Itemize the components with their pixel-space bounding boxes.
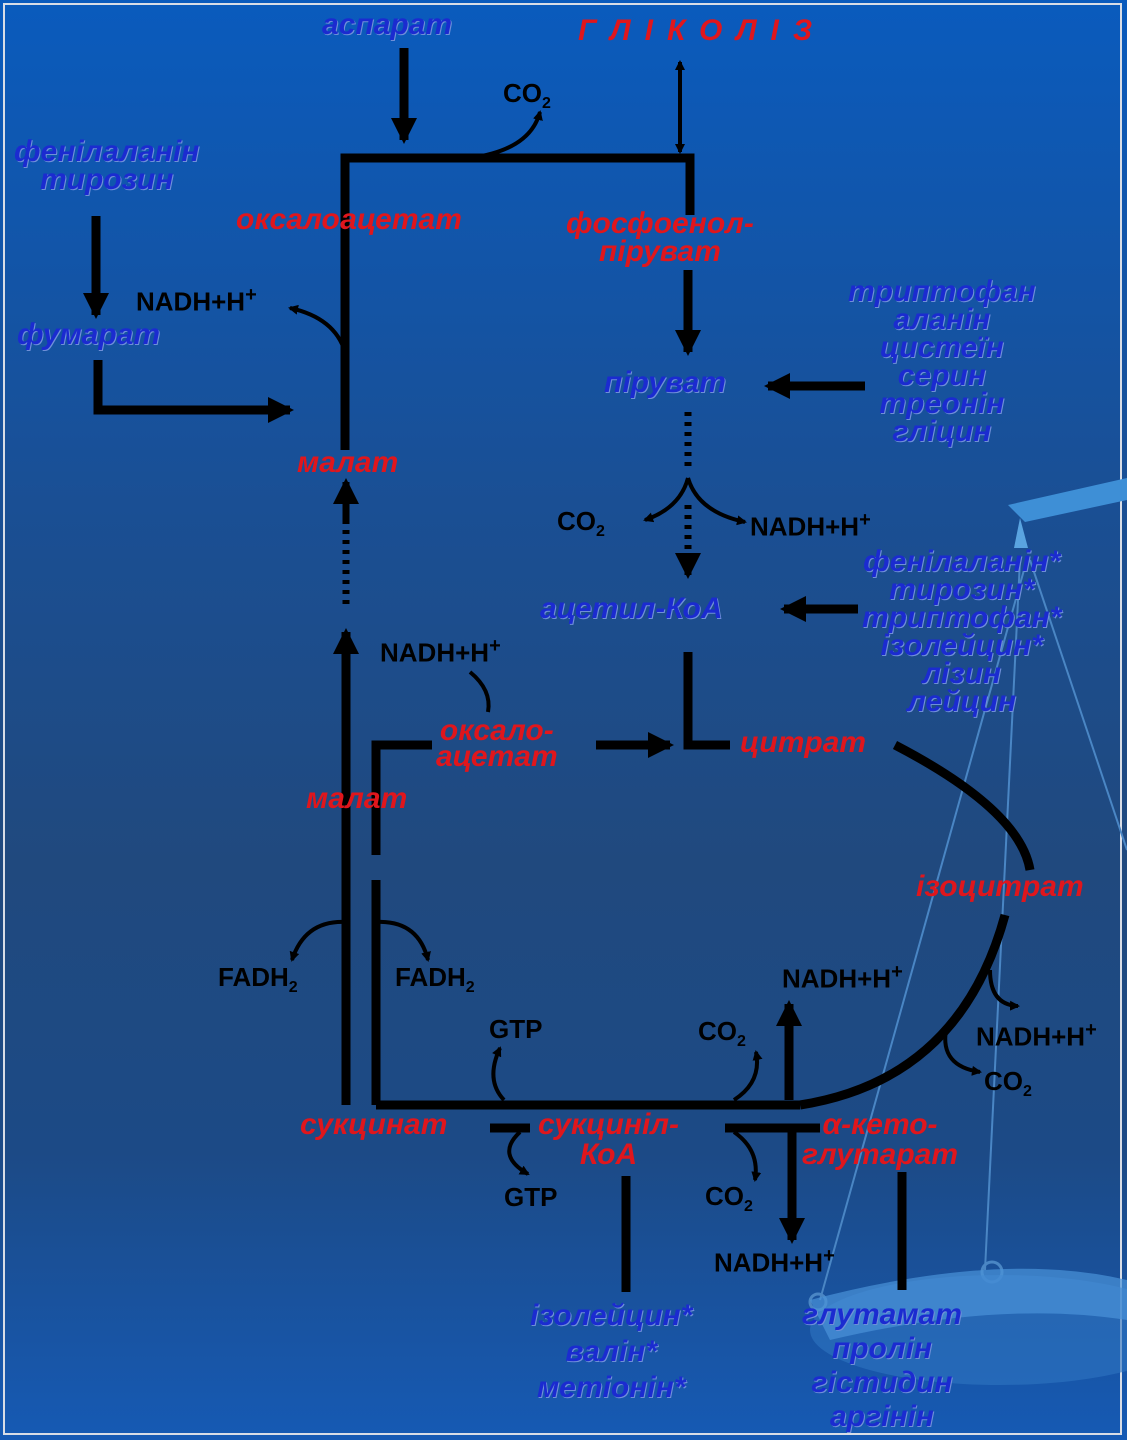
amino-acid-valine: валін*: [565, 1335, 657, 1368]
akg-amino-acids: глутамат пролін гістидин аргінін: [802, 1298, 962, 1434]
alpha-ketoglutarate-label: α-кето- глутарат: [802, 1110, 958, 1170]
amino-acid-glutamate: глутамат: [802, 1298, 962, 1331]
amino-acid-methionine: метіонін*: [536, 1371, 686, 1404]
succinyl-line-1: сукциніл-: [538, 1108, 679, 1141]
malate-mid: малат: [306, 782, 408, 815]
amino-acid-arginine: аргінін: [829, 1400, 934, 1433]
co2-label-4: CO2: [984, 1066, 1032, 1101]
oxalo-line-1: оксало-: [439, 714, 554, 747]
nadh-label-1: NADH+H+: [136, 284, 257, 317]
amino-acid-alanine: аланін: [893, 303, 991, 336]
oxalo-line-2: ацетат: [436, 740, 558, 773]
fumarate-label: фумарат: [17, 318, 161, 351]
co2-label-2: CO2: [557, 506, 605, 541]
slide-frame: [3, 3, 1122, 1435]
amino-acid-histidine: гістидин: [811, 1366, 953, 1399]
nadh-label-6: NADH+H+: [714, 1245, 835, 1278]
akg-line-1: α-кето-: [822, 1108, 938, 1141]
amino-acid-threonine: треонін: [879, 387, 1005, 420]
nadh-label-5: NADH+H+: [976, 1019, 1097, 1052]
amino-acid-proline: пролін: [831, 1332, 932, 1365]
co2-label-5: CO2: [705, 1181, 753, 1216]
amino-acid-serine: серин: [897, 359, 986, 392]
amino-acid-phenylalanine: фенілаланін: [14, 135, 200, 168]
co2-label: CO2: [503, 78, 551, 113]
aspartate-label: аспарат: [322, 8, 453, 41]
nadh-label-3: NADH+H+: [380, 635, 501, 668]
amino-acid-isoleucine-b: ізолейцин*: [530, 1299, 693, 1332]
amino-acid-tryptophan-star: триптофан*: [862, 601, 1062, 634]
amino-acid-isoleucine-star: ізолейцин*: [880, 629, 1043, 662]
nadh-label-4: NADH+H+: [782, 961, 903, 994]
akg-line-2: глутарат: [802, 1138, 959, 1171]
acetyl-coa-label: ацетил-КоА: [540, 592, 723, 625]
pep-label: фосфоенол- піруват: [566, 207, 754, 268]
isocitrate-label: ізоцитрат: [916, 870, 1084, 903]
phe-tyr-group: фенілаланін тирозин: [14, 135, 200, 196]
amino-acid-tryptophan: триптофан: [848, 275, 1036, 308]
pyruvate-label: піруват: [604, 366, 726, 399]
co2-label-3: CO2: [698, 1016, 746, 1051]
amino-acid-cysteine: цистеїн: [879, 331, 1004, 364]
nadh-label-2: NADH+H+: [750, 509, 871, 542]
amino-acid-tyrosine-star: тирозин*: [889, 573, 1035, 606]
amino-acid-tyrosine: тирозин: [39, 163, 174, 196]
pep-line-1: фосфоенол-: [566, 207, 754, 240]
succinyl-amino-acids: ізолейцин* валін* метіонін*: [530, 1298, 692, 1406]
gtp-label-top: GTP: [489, 1014, 543, 1044]
succinyl-coa-label: сукциніл- КоА: [538, 1110, 679, 1170]
succinate-label: сукцинат: [300, 1108, 448, 1141]
glycolysis-label: ГЛІКОЛІЗ: [578, 14, 827, 47]
amino-acid-glycine: гліцин: [892, 415, 992, 448]
oxaloacetate-top: оксалоацетат: [236, 203, 462, 236]
succinyl-line-2: КоА: [579, 1138, 638, 1171]
fadh2-label-left: FADH2: [218, 962, 298, 997]
malate-top: малат: [297, 446, 399, 479]
scale-decoration: [808, 478, 1127, 1385]
fadh2-label-right: FADH2: [395, 962, 475, 997]
amino-acid-leucine: лейцин: [907, 685, 1017, 718]
pep-line-2: піруват: [598, 235, 721, 268]
citrate-label: цитрат: [740, 726, 867, 759]
acetylcoa-amino-acids: фенілаланін* тирозин* триптофан* ізолейц…: [862, 545, 1062, 718]
gtp-label-bottom: GTP: [504, 1182, 558, 1212]
amino-acid-phenylalanine-star: фенілаланін*: [863, 545, 1061, 578]
amino-acid-lysine: лізин: [922, 657, 1002, 690]
pyruvate-amino-acids: триптофан аланін цистеїн серин треонін г…: [848, 275, 1036, 448]
oxaloacetate-split: оксало- ацетат: [436, 714, 558, 773]
